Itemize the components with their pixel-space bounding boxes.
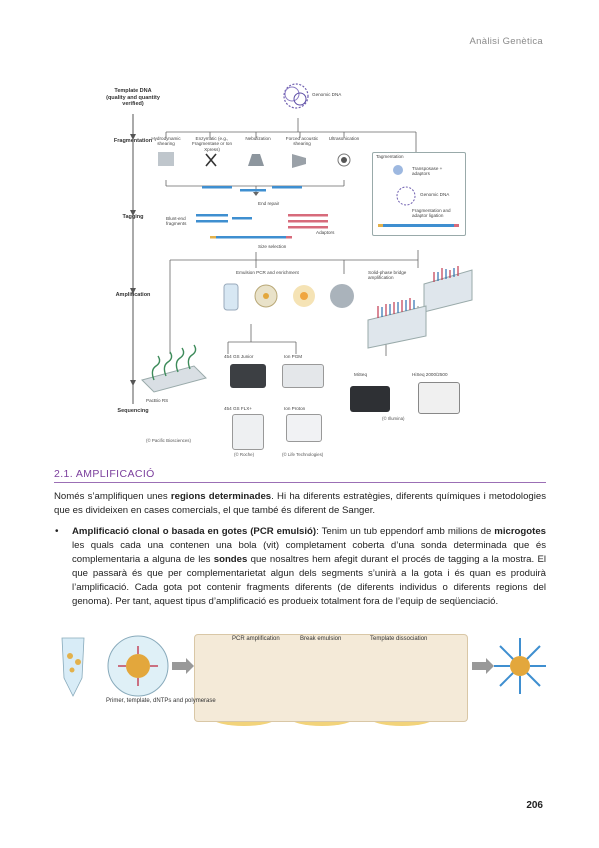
stage-tagging: Tagging <box>122 214 144 220</box>
tagmentation-box <box>372 152 466 236</box>
flowcell-slide-top <box>423 269 473 313</box>
ngs-workflow-figure: Template DNA (quality and quantity verif… <box>106 74 476 457</box>
miseq-instrument <box>350 386 390 412</box>
section-divider <box>54 482 546 483</box>
gs-junior-instrument <box>230 364 266 388</box>
process-panel <box>194 634 468 722</box>
transposase-icon <box>393 165 403 175</box>
step-break-emulsion: Break emulsion <box>300 636 342 642</box>
stage-template-dna: Template DNA (quality and quantity verif… <box>106 88 160 108</box>
intro-bold: regions determinades <box>170 491 272 502</box>
gs-junior-label: 454 GS Junior <box>224 354 254 359</box>
pacbio-label: PacBio RS <box>146 398 169 403</box>
scissors-icon <box>205 153 217 167</box>
tagmentation-label: Tagmentation <box>376 154 404 159</box>
gs-flx-label: 454 GS FLX+ <box>224 406 252 411</box>
sonication-icon <box>341 157 347 163</box>
method-hydrodynamic: Hydrodynamic shearing <box>151 136 181 147</box>
shearing-icon <box>158 152 174 166</box>
transposase-label: Transposase + adaptors <box>412 166 443 177</box>
page-number: 206 <box>526 800 543 811</box>
blunt-end-label: Blunt-end fragments <box>166 216 187 227</box>
intro-paragraph: Només s’amplifiquen unes regions determi… <box>54 491 546 516</box>
genomic-dna-small-icon <box>396 186 416 206</box>
emulsion-pcr-figure: PCR amplification Break emulsion Templat… <box>54 626 546 726</box>
genomic-dna-label: Genomic DNA <box>312 92 342 97</box>
stage-amplification: Amplification <box>115 292 151 298</box>
nebulizer-icon <box>248 154 264 166</box>
credit-pacific: (© Pacific Biosciences) <box>146 438 191 443</box>
flowcell-slide-bottom <box>367 305 427 349</box>
figure2-caption: Primer, template, dNTPs and polymerase <box>106 698 216 704</box>
credit-illumina: (© Illumina) <box>382 416 405 421</box>
credit-roche: (© Roche) <box>234 452 255 457</box>
ion-pgm-label: Ion PGM <box>284 354 303 359</box>
method-enzymatic: Enzymatic (e.g., Fragmentase or Ion Xpre… <box>191 136 233 152</box>
bridge-amp-label: Solid-phase bridge amplification <box>368 270 407 281</box>
running-header: Anàlisi Genètica <box>469 36 543 47</box>
genomic-dna-2-label: Genomic DNA <box>420 192 450 197</box>
method-nebulization: Nebulization <box>245 136 271 141</box>
gs-flx-instrument <box>232 414 264 450</box>
workflow-arrows <box>130 83 473 404</box>
ion-pgm-instrument <box>282 364 324 388</box>
stage-fragmentation: Fragmentation <box>113 138 153 144</box>
pacbio-slide-icon <box>141 365 207 393</box>
ion-proton-instrument <box>286 414 322 442</box>
step-template-dissociation: Template dissociation <box>370 636 428 642</box>
end-repair-label: End repair <box>258 201 280 206</box>
method-ultrasonication: Ultrasonication <box>328 136 360 141</box>
section-heading: 2.1. AMPLIFICACIÓ <box>54 468 155 480</box>
hiseq-label: HiSeq 2000/2500 <box>412 372 448 377</box>
miseq-label: MiSeq <box>354 372 368 377</box>
emulsion-pcr-label: Emulsion PCR and enrichment <box>236 270 299 275</box>
bullet-marker: • <box>55 526 59 537</box>
ion-proton-label: Ion Proton <box>284 406 306 411</box>
hiseq-instrument <box>418 382 460 414</box>
step-pcr-amplification: PCR amplification <box>232 636 280 642</box>
fragmentation-ligation-label: Fragmentation and adaptor ligation <box>412 208 451 219</box>
bullet-item: • Amplificació clonal o basada en gotes … <box>55 526 547 607</box>
stage-sequencing: Sequencing <box>117 408 149 414</box>
method-acoustic: Forced acoustic shearing <box>285 136 319 147</box>
adaptors-label: Adaptors <box>316 230 335 235</box>
size-selection-label: Size selection <box>258 244 287 249</box>
genomic-dna-icon <box>283 83 309 109</box>
dna-fragments <box>196 186 328 239</box>
acoustic-icon <box>292 154 306 168</box>
credit-life: (© Life Technologies) <box>282 452 324 457</box>
emulsion-beads <box>223 283 354 311</box>
